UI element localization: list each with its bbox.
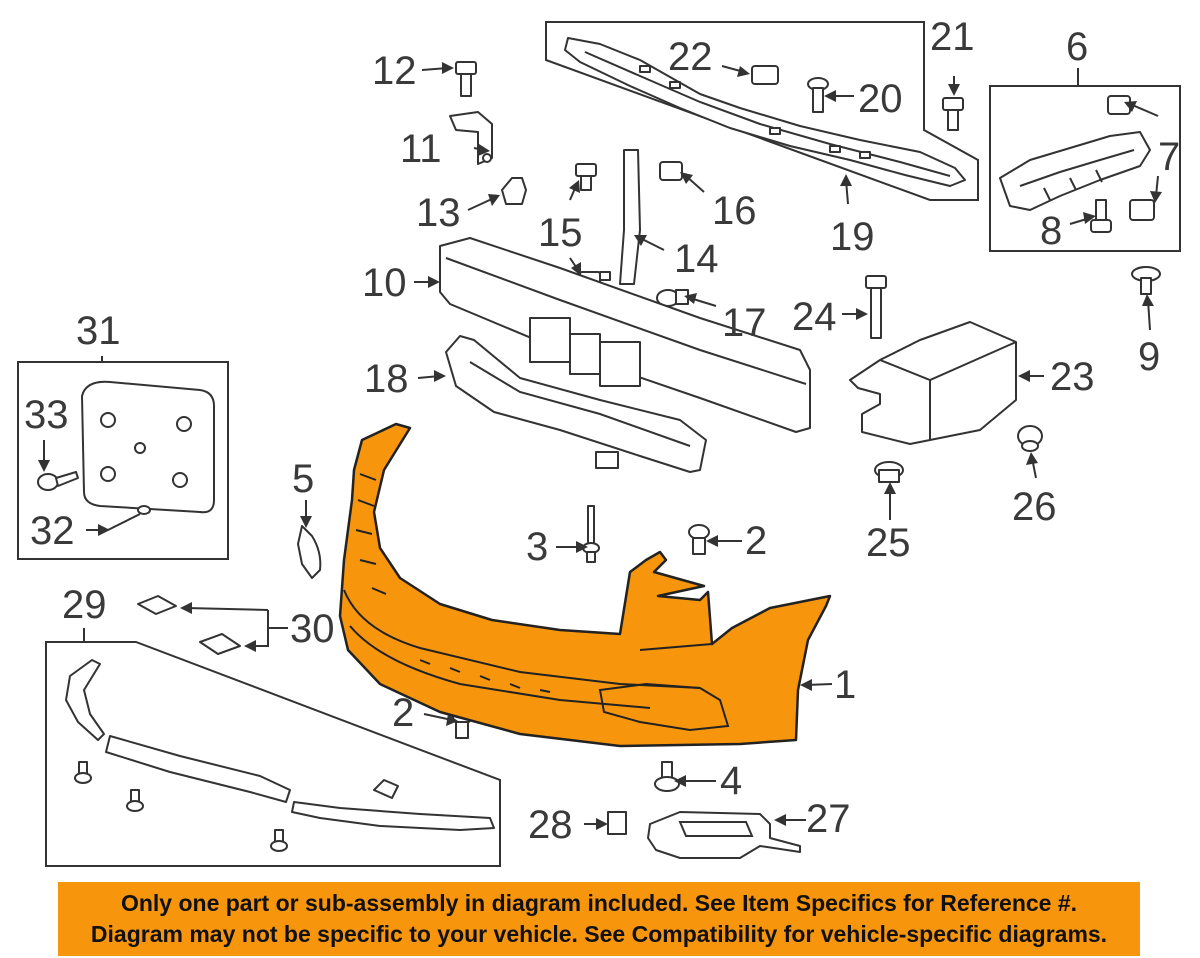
part-3-rivet bbox=[582, 505, 600, 563]
callout-7: 7 bbox=[1158, 135, 1180, 179]
part-22-clip bbox=[751, 65, 779, 85]
callout-25: 25 bbox=[866, 521, 911, 565]
part-24-bolt bbox=[865, 275, 887, 339]
group-box-19 bbox=[545, 21, 979, 201]
part-16-clip bbox=[659, 161, 683, 181]
part-5-seal bbox=[297, 525, 322, 579]
part-11-bracket bbox=[449, 111, 493, 165]
callout-26: 26 bbox=[1012, 485, 1057, 529]
disclaimer-line-1: Only one part or sub-assembly in diagram… bbox=[120, 890, 1078, 916]
part-6-side-bracket bbox=[999, 131, 1151, 211]
callout-6: 6 bbox=[1066, 25, 1088, 69]
part-27-fog-grille bbox=[647, 811, 801, 859]
disclaimer-banner: Only one part or sub-assembly in diagram… bbox=[58, 882, 1140, 956]
callout-21: 21 bbox=[930, 15, 975, 59]
part-8-bolt bbox=[1090, 199, 1112, 233]
part-7-clip-lower bbox=[1129, 199, 1155, 221]
part-25-nut bbox=[874, 461, 904, 483]
callout-22: 22 bbox=[668, 35, 713, 79]
callouts: 1 2 2 3 4 5 6 7 8 9 10 11 12 13 14 15 16… bbox=[24, 15, 1180, 847]
callout-30: 30 bbox=[290, 607, 335, 651]
part-1-bumper-cover bbox=[338, 422, 832, 748]
callout-16: 16 bbox=[712, 189, 757, 233]
group-box-29 bbox=[45, 641, 501, 867]
callout-5: 5 bbox=[292, 457, 314, 501]
part-4-bolt bbox=[654, 761, 680, 792]
group-box-31 bbox=[17, 361, 229, 560]
callout-31: 31 bbox=[76, 309, 121, 353]
part-28-clip bbox=[607, 811, 627, 835]
callout-1: 1 bbox=[834, 663, 856, 707]
callout-9: 9 bbox=[1138, 335, 1160, 379]
callout-27: 27 bbox=[806, 797, 851, 841]
callout-23: 23 bbox=[1050, 355, 1095, 399]
part-14-strap bbox=[619, 149, 641, 285]
part-13-nut bbox=[501, 177, 527, 205]
callout-10: 10 bbox=[362, 261, 407, 305]
part-21-bolt bbox=[942, 97, 964, 131]
callout-19: 19 bbox=[830, 215, 875, 259]
part-9-clip bbox=[1131, 266, 1161, 295]
callout-32: 32 bbox=[30, 509, 75, 553]
callout-29: 29 bbox=[62, 583, 107, 627]
callout-33: 33 bbox=[24, 393, 69, 437]
callout-15: 15 bbox=[538, 211, 583, 255]
part-15-bolt-upper bbox=[575, 163, 597, 191]
callout-12: 12 bbox=[372, 49, 417, 93]
callout-3: 3 bbox=[526, 525, 548, 569]
part-2-clip-upper bbox=[688, 524, 710, 555]
part-10-impact-bar bbox=[439, 237, 811, 433]
part-19-upper-tie-bar bbox=[564, 37, 966, 187]
part-30-clip-lower bbox=[199, 633, 241, 655]
callout-4: 4 bbox=[720, 759, 742, 803]
callout-14: 14 bbox=[674, 237, 719, 281]
part-20-bolt bbox=[807, 77, 829, 113]
callout-24: 24 bbox=[792, 295, 837, 339]
callout-2-upper: 2 bbox=[745, 519, 767, 563]
part-23-side-bracket bbox=[849, 321, 1017, 445]
callout-17: 17 bbox=[722, 301, 767, 345]
callout-11: 11 bbox=[400, 127, 442, 171]
callout-13: 13 bbox=[416, 191, 461, 235]
part-33-screw bbox=[37, 471, 79, 491]
callout-20: 20 bbox=[858, 77, 903, 121]
part-32-rivet bbox=[107, 505, 151, 531]
disclaimer-line-2: Diagram may not be specific to your vehi… bbox=[90, 921, 1108, 947]
part-18-energy-absorber bbox=[445, 335, 707, 473]
callout-28: 28 bbox=[528, 803, 573, 847]
part-30-clip-upper bbox=[137, 595, 177, 615]
part-26-grommet bbox=[1017, 425, 1043, 452]
part-31-plate-bracket bbox=[81, 380, 215, 514]
part-29-lower-deflector bbox=[65, 659, 495, 852]
callout-18: 18 bbox=[364, 357, 409, 401]
callout-2-lower: 2 bbox=[392, 691, 414, 735]
leader-lines bbox=[38, 62, 1162, 830]
parts-diagram: 1 2 2 3 4 5 6 7 8 9 10 11 12 13 14 15 16… bbox=[17, 15, 1181, 867]
group-box-6 bbox=[989, 85, 1181, 252]
part-12-bolt bbox=[455, 61, 477, 97]
callout-8: 8 bbox=[1040, 209, 1062, 253]
